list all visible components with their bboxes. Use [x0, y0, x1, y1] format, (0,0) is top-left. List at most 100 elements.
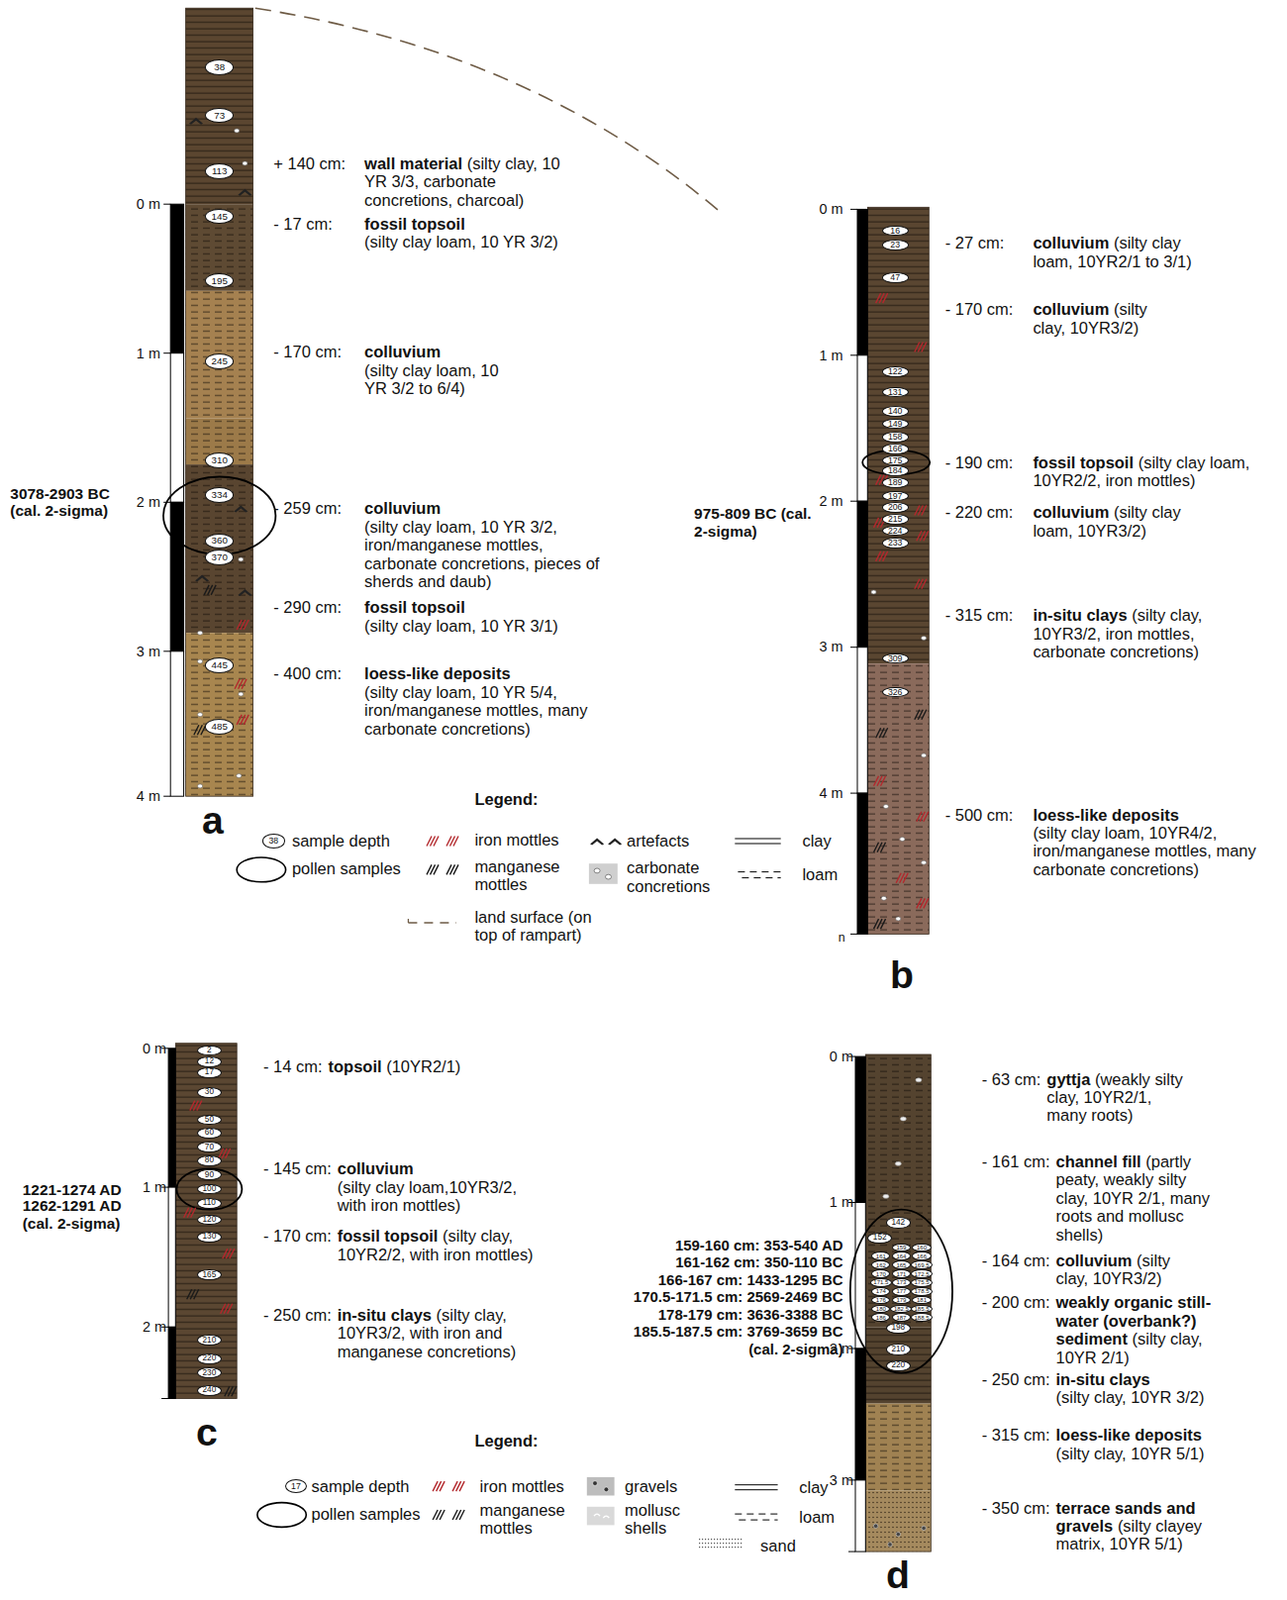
legend-title: Legend:	[474, 1431, 538, 1450]
mottle-stroke	[881, 776, 887, 787]
gravel-dot	[895, 1531, 900, 1536]
sample-depth-number: 149	[888, 419, 903, 429]
scale-tick	[163, 352, 171, 354]
mottle-stroke	[243, 619, 249, 630]
legend-label: mollusc shells	[624, 1500, 717, 1538]
sample-depth-marker: 90	[197, 1169, 222, 1181]
unit-properties: (silty clay loam, 10 YR 5/4, iron/mangan…	[364, 683, 609, 738]
unit-description-block: - 220 cm:colluvium(silty clay loam, 10YR…	[945, 502, 1207, 540]
carbonate-dot	[921, 860, 927, 865]
depth-tick-label: 3 m	[819, 638, 844, 655]
legend-label: clay	[801, 831, 831, 850]
radiocarbon-date: 1262-1291 AD	[22, 1196, 122, 1214]
unit-name: wall material	[364, 154, 463, 173]
loam-sample-line	[737, 871, 781, 873]
sample-depth-marker: 12	[197, 1056, 222, 1068]
sample-depth-number: 186	[876, 1314, 887, 1321]
unit-text: gyttja(weakly silty clay, 10YR2/1, many …	[1046, 1070, 1189, 1125]
loam-sample-line	[741, 877, 781, 879]
sample-depth-number: 198	[891, 1323, 905, 1332]
dot-symbol	[238, 692, 244, 696]
unit-description-block: - 170 cm:colluvium(silty clay loam, 10 Y…	[273, 342, 512, 397]
scale-tick	[850, 208, 858, 210]
sample-depth-marker: 230	[197, 1367, 222, 1379]
unit-name: fossil topsoil	[364, 214, 466, 233]
gravel-dot	[603, 1486, 609, 1492]
depth-marker: - 250 cm:	[982, 1370, 1051, 1388]
sample-depth-number: 165	[895, 1262, 906, 1269]
unit-description-block: + 140 cm:wall material(silty clay, 10 YR…	[273, 154, 579, 209]
sample-depth-marker: 171.5	[870, 1278, 892, 1287]
iron-symbol	[916, 530, 929, 541]
sample-depth-number: 160	[916, 1244, 927, 1251]
legend-label: gravels	[624, 1477, 678, 1495]
scale-bar-segment	[857, 355, 868, 501]
unit-description-block: - 259 cm:colluvium(silty clay loam, 10 Y…	[273, 498, 604, 591]
sediment-layer	[186, 7, 254, 204]
mang-symbol	[874, 842, 887, 853]
depth-tick-label: 3 m	[829, 1472, 854, 1488]
sample-depth-number: 310	[211, 455, 228, 466]
unit-text: colluvium(silty clay loam, 10YR2/1 to 3/…	[1032, 233, 1211, 271]
depth-marker: - 290 cm:	[273, 597, 365, 616]
unit-properties: (silty clay loam, 10 YR 3/2 to 6/4)	[364, 361, 513, 398]
sample-depth-number: 224	[888, 526, 903, 536]
mottle-stroke	[923, 897, 929, 908]
sample-depth-number: 152	[873, 1233, 888, 1242]
artefact-shape	[607, 838, 622, 846]
lithology-hatch	[186, 203, 254, 292]
mottle-stroke	[433, 836, 439, 847]
gravel-symbol	[888, 1542, 892, 1547]
sample-depth-number: 17	[291, 1482, 301, 1491]
art-symbol	[237, 589, 252, 596]
scale-bar-segment	[168, 1187, 176, 1327]
depth-marker: - 63 cm:	[982, 1070, 1042, 1089]
unit-name: colluvium	[364, 342, 441, 361]
mottle-stroke	[923, 811, 929, 822]
art-symbol	[590, 838, 622, 846]
dot-symbol	[895, 916, 901, 921]
depth-tick-label: 2 m	[136, 494, 161, 510]
sample-depth-number: 195	[211, 276, 228, 287]
clay-symbol	[734, 1485, 778, 1490]
sample-depth-marker: 185.5	[910, 1304, 933, 1314]
sample-depth-marker: 360	[204, 533, 234, 550]
artefact-shape	[195, 575, 209, 583]
mang-symbol	[432, 1509, 465, 1520]
mottle-stroke	[241, 679, 247, 690]
sample-depth-number: 23	[890, 240, 900, 250]
dot-symbol	[198, 659, 203, 664]
pollen-sample-ring	[236, 857, 286, 883]
sample-depth-number: 171.5	[873, 1279, 889, 1286]
depth-marker: - 164 cm:	[982, 1251, 1051, 1270]
scale-bar-segment	[168, 1326, 176, 1398]
legend-label: sample depth	[311, 1477, 410, 1495]
iron-symbol	[222, 1248, 235, 1259]
unit-properties: (silty clay loam, 10 YR 3/1)	[364, 616, 604, 635]
mottle-stroke	[225, 1148, 231, 1159]
dot-symbol	[921, 860, 927, 865]
unit-name: loess-like deposits	[364, 664, 511, 683]
carbonate-dot	[198, 712, 203, 717]
lithology-hatch	[186, 7, 254, 204]
sample-depth-number: 166	[916, 1253, 927, 1260]
lithology-hatch	[865, 1403, 931, 1491]
dot-symbol	[198, 630, 203, 635]
scale-bar-segment	[168, 1048, 176, 1188]
iron-symbol	[914, 505, 927, 516]
sample-depth-number: 164	[895, 1253, 906, 1260]
panel-letter: d	[886, 1555, 910, 1594]
dot-symbol	[236, 774, 242, 779]
unit-properties: (silty clay loam, 10YR4/2, iron/manganes…	[1032, 823, 1274, 879]
unit-text: weakly organic still-water (overbank?) s…	[1056, 1292, 1235, 1367]
sample-depth-marker: 160	[911, 1243, 931, 1253]
sample-depth-number: 145	[211, 211, 228, 222]
mottle-stroke	[902, 873, 908, 884]
lithology-hatch	[867, 663, 929, 934]
lithology-hatch	[186, 464, 254, 633]
mottle-stroke	[191, 1207, 197, 1218]
mang-symbol	[187, 1288, 199, 1299]
depth-marker: - 161 cm:	[982, 1152, 1051, 1171]
art-symbol	[233, 504, 248, 512]
scale-tick	[850, 500, 858, 502]
